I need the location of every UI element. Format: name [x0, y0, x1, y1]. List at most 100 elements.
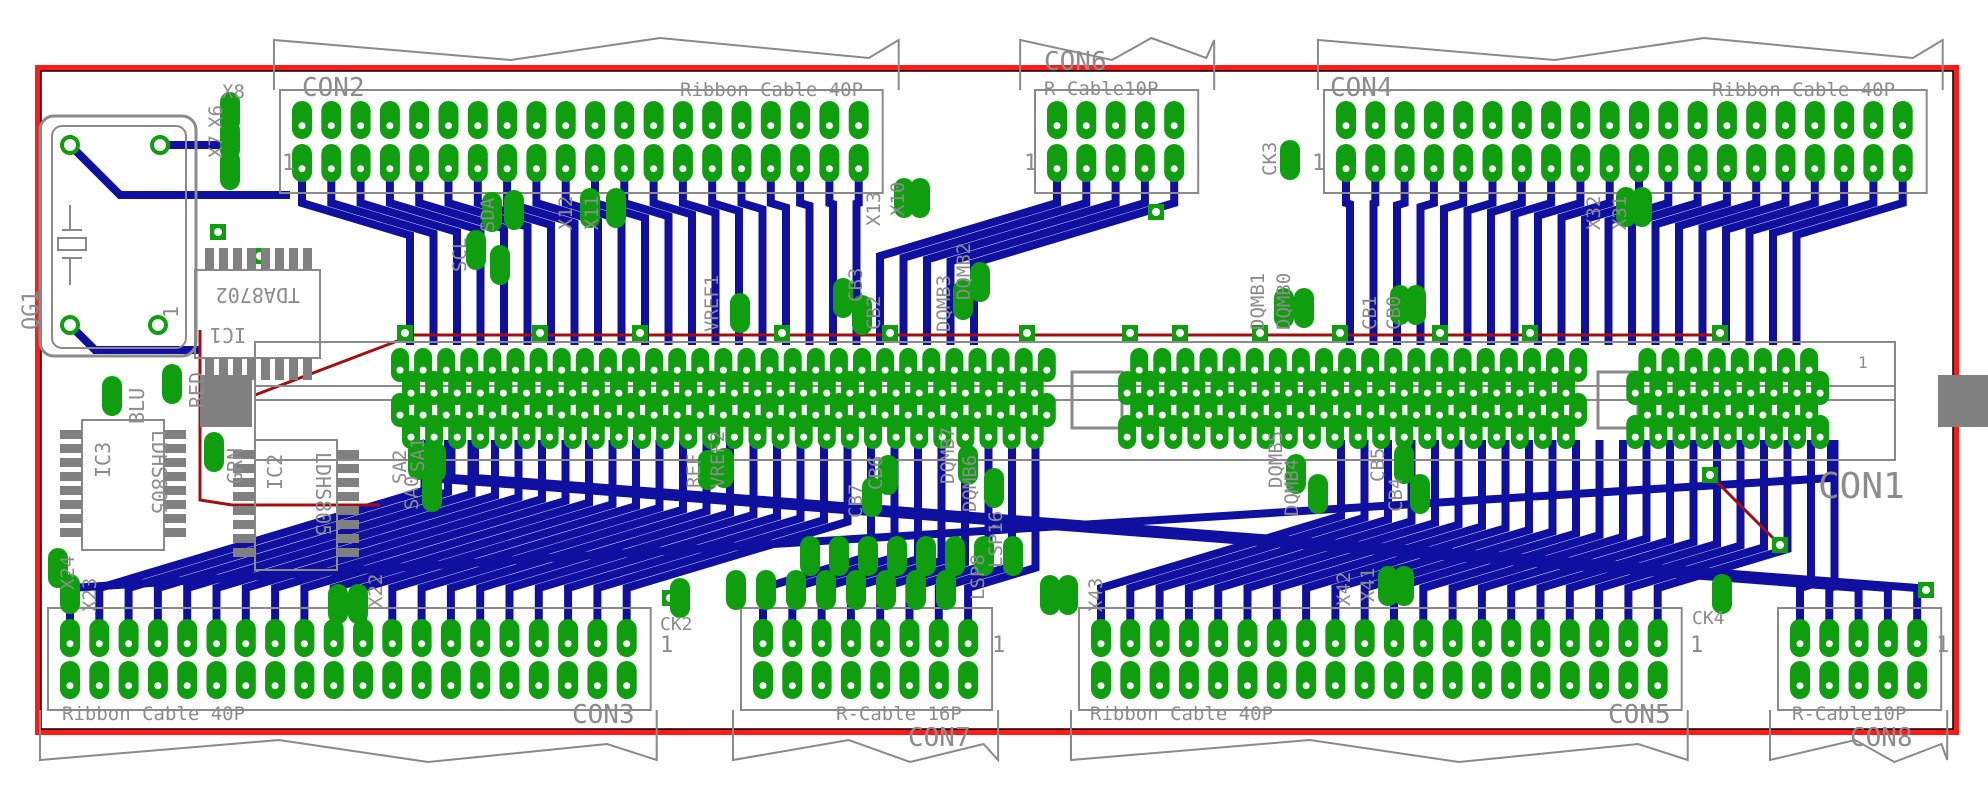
drill-hole: [1913, 682, 1921, 690]
drill-hole: [418, 682, 426, 690]
drill-hole: [1419, 640, 1427, 648]
con1-pad: [1118, 371, 1137, 405]
con1-pad: [1302, 415, 1321, 449]
drill-hole: [1528, 411, 1536, 419]
con1-pad: [1546, 348, 1564, 382]
con1-pad: [1441, 415, 1460, 449]
drill-hole: [183, 682, 191, 690]
ic3-part-label: LDHS805: [147, 430, 171, 514]
drill-hole: [1273, 682, 1281, 690]
con3-pad: [440, 661, 461, 699]
drill-hole: [1205, 411, 1212, 419]
con4-pad: [1453, 101, 1474, 139]
drill-hole: [327, 122, 335, 130]
drill-hole: [1459, 165, 1467, 173]
lsp-pad: [786, 570, 806, 610]
trace: [796, 163, 814, 345]
con7-pad: [928, 661, 949, 699]
con1-pad: [1326, 415, 1344, 449]
con2-pin1-label: 1: [282, 151, 295, 176]
con1-pad: [956, 415, 975, 449]
drill-hole: [818, 640, 826, 648]
drill-hole: [1752, 122, 1760, 130]
drill-hole: [1724, 433, 1732, 441]
drill-hole: [620, 165, 628, 173]
drill-hole: [1192, 433, 1200, 441]
test-point-pad: [1632, 187, 1652, 227]
drill-hole: [1631, 389, 1639, 397]
drill-hole: [1400, 433, 1408, 441]
con5-pad: [1647, 619, 1668, 657]
drill-hole: [506, 682, 513, 690]
drill-hole: [1576, 165, 1584, 173]
drill-hole: [1141, 165, 1149, 173]
drill-hole: [904, 411, 912, 419]
trace: [964, 440, 1040, 638]
con2-type-label: Ribbon Cable 40P: [680, 79, 863, 101]
led-blu-label: BLU: [125, 388, 149, 424]
con6-pad: [1047, 101, 1067, 139]
con7-type-label: R-Cable 16P: [836, 703, 962, 725]
test-point-pad: [730, 293, 750, 333]
drill-hole: [445, 165, 452, 173]
trace: [67, 142, 290, 199]
trace: [593, 440, 828, 638]
con4-pad: [1482, 101, 1503, 139]
con5-outline: [1078, 607, 1683, 711]
drill-hole: [719, 411, 727, 419]
drill-hole: [474, 165, 482, 173]
tp-x11-label: X11: [581, 196, 603, 230]
con1-pad: [1141, 415, 1160, 449]
con5-pad: [1442, 661, 1463, 699]
via-hole: [1256, 329, 1264, 337]
drill-hole: [766, 411, 774, 419]
con4-pad: [1599, 144, 1620, 182]
drill-hole: [213, 682, 220, 690]
ic3-label: IC3: [91, 442, 115, 478]
con1-pad: [1522, 348, 1541, 382]
trace: [1342, 163, 1354, 345]
drill-hole: [1493, 389, 1501, 397]
drill-hole: [1782, 122, 1789, 130]
smd-pad: [60, 472, 82, 481]
trace: [1653, 440, 1792, 638]
drill-hole: [1308, 389, 1316, 397]
tp-cb7-label: CB7: [845, 484, 867, 518]
con1-pad: [794, 415, 813, 449]
drill-hole: [1723, 165, 1731, 173]
drill-hole: [562, 122, 570, 130]
con1-pad: [414, 348, 433, 382]
drill-hole: [1869, 122, 1877, 130]
con1-pad: [1349, 415, 1368, 449]
drill-hole: [1043, 411, 1051, 419]
drill-hole: [447, 640, 455, 648]
test-point-pad: [1308, 474, 1328, 514]
drill-hole: [881, 411, 889, 419]
con1-label: CON1: [1818, 466, 1905, 507]
con3-pad: [294, 619, 315, 657]
test-point-pad: [328, 584, 348, 624]
smd-pad: [233, 520, 255, 529]
con3-pad: [89, 619, 110, 657]
drill-hole: [1770, 389, 1778, 397]
drill-hole: [1482, 411, 1490, 419]
via-hole: [1152, 208, 1160, 216]
drill-hole: [506, 640, 513, 648]
drill-hole: [777, 433, 785, 441]
drill-hole: [1251, 411, 1259, 419]
con3-pad: [616, 619, 637, 657]
lsp-pad: [800, 536, 820, 576]
drill-hole: [418, 640, 426, 648]
smd-pad: [164, 444, 186, 453]
drill-hole: [1643, 411, 1651, 419]
drill-hole: [881, 366, 889, 374]
con5-pad: [1501, 619, 1522, 657]
con7-pad: [958, 661, 979, 699]
con4-pad: [1336, 101, 1356, 139]
ic1-exposed-pad: [200, 375, 252, 427]
con4-pad: [1570, 144, 1591, 182]
test-point-pad: [220, 120, 240, 160]
con4-pad: [1775, 101, 1796, 139]
copper-traces: [66, 141, 1922, 638]
drill-hole: [823, 433, 831, 441]
